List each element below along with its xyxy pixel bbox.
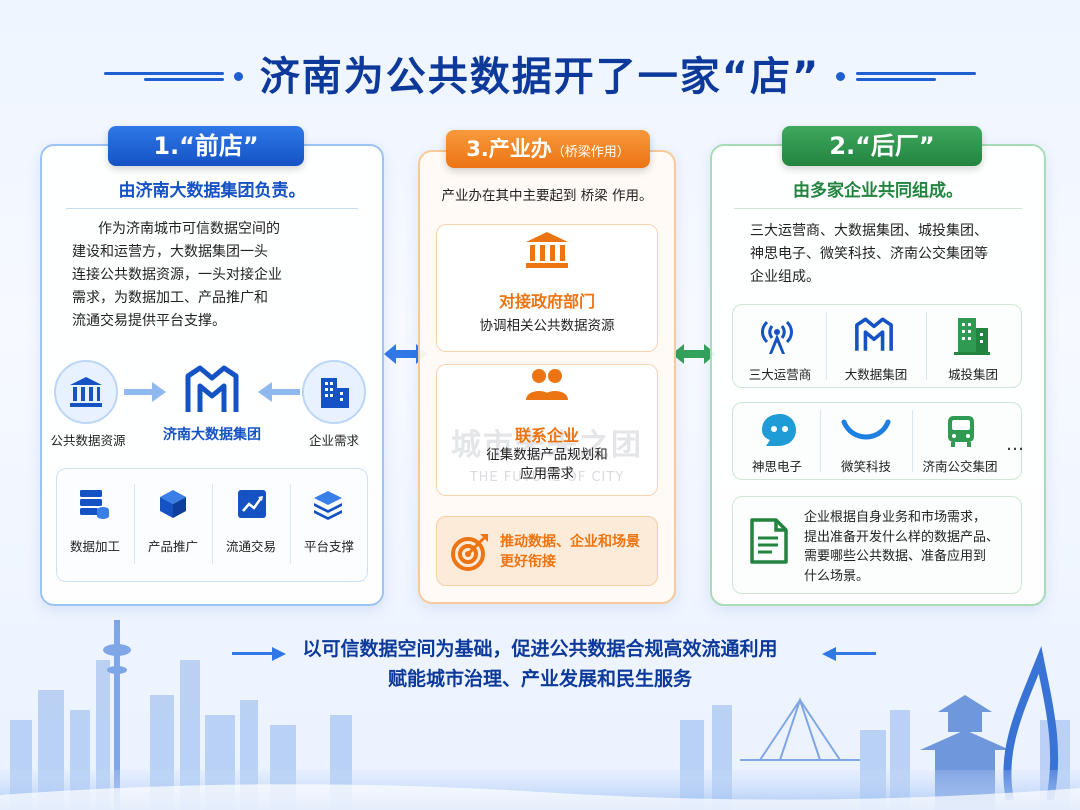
enterprise-note-box (732, 496, 1022, 594)
service-label-product-promotion: 产品推广 (147, 539, 198, 554)
enterprise-demand-label: 企业需求 (308, 433, 359, 448)
enterprise-label-smile-tech: 微笑科技 (840, 459, 891, 474)
bus-icon (948, 416, 974, 447)
front-divider (66, 208, 358, 209)
back-factory-subhead: 由多家企业共同组成。 (793, 181, 963, 201)
enterprise-liaison-card (436, 364, 658, 496)
arrow-right-icon (124, 382, 166, 402)
front-store-badge: 1.“前店” (108, 126, 304, 166)
watermark-logo: 城市未来之团 (451, 428, 643, 463)
office-building-icon (321, 378, 349, 408)
layers-icon (314, 491, 342, 520)
services-divider (212, 484, 213, 564)
government-liaison-card (436, 224, 658, 352)
city-buildings-icon (954, 318, 990, 355)
back-factory-badge: 2.“后厂” (782, 126, 982, 166)
government-liaison-text: 协调相关公共数据资源 (479, 318, 615, 334)
public-data-resource-label: 公共数据资源 (50, 433, 126, 448)
service-label-platform-support: 平台支撑 (303, 539, 354, 554)
public-data-resource-node (54, 360, 118, 424)
enterprise-note-text: 企业根据自身业务和市场需求， 提出准备开发什么样的数据产品、 需要哪些公共数据、… (804, 510, 1000, 584)
enterprise-label-big-data-group: 大数据集团 (844, 367, 908, 382)
big-data-group-label: 济南大数据集团 (163, 427, 261, 443)
bottom-slogan-line-2: 赋能城市治理、产业发展和民生服务 (387, 668, 692, 690)
back-divider (734, 208, 1022, 209)
more-enterprises-ellipsis: … (1006, 434, 1024, 455)
industry-office-intro: 产业办在其中主要起到 桥梁 作用。 (441, 188, 653, 204)
document-icon (750, 518, 788, 564)
bidirectional-arrow-icon (672, 344, 716, 364)
arrow-right-icon (232, 647, 286, 661)
enterprise-label-urban-investment: 城投集团 (947, 367, 998, 382)
title-decoration-right (836, 72, 976, 84)
service-label-circulation-trading: 流通交易 (225, 539, 276, 554)
row-divider (826, 312, 827, 380)
people-group-icon (526, 369, 568, 400)
services-divider (290, 484, 291, 564)
target-arrow-icon (451, 534, 488, 571)
title-decoration-left (104, 72, 244, 84)
enterprise-label-jinan-bus: 济南公交集团 (922, 459, 998, 474)
government-building-icon (526, 232, 568, 268)
big-data-group-logo-icon (185, 365, 239, 412)
enterprise-label-shensi: 神思电子 (751, 459, 802, 474)
back-description: 三大运营商、大数据集团、城投集团、 神思电子、微笑科技、济南公交集团等 企业组成… (750, 223, 988, 285)
cube-icon (160, 490, 186, 518)
enterprise-label-carriers: 三大运营商 (748, 367, 812, 382)
bidirectional-arrow-icon (384, 344, 428, 364)
database-icon (80, 490, 109, 519)
row-divider (912, 410, 913, 472)
industry-office-badge: 3.产业办（桥梁作用） (446, 130, 650, 168)
bottom-slogan-line-1: 以可信数据空间为基础，促进公共数据合规高效流通利用 (302, 638, 778, 660)
trend-chart-icon (238, 490, 266, 518)
arrow-left-icon (258, 382, 300, 402)
smile-arc-icon (841, 419, 891, 440)
scenario-link-text: 推动数据、企业和场景 更好衔接 (500, 534, 640, 570)
city-skyline-background (0, 620, 1080, 810)
arrow-left-icon (822, 647, 876, 661)
service-label-data-processing: 数据加工 (69, 539, 120, 554)
front-store-subhead: 由济南大数据集团负责。 (118, 181, 306, 201)
government-liaison-title: 对接政府部门 (498, 292, 595, 311)
watermark-tagline: THE FUTURE OF CITY (469, 470, 625, 485)
robot-head-icon (762, 414, 796, 446)
signal-tower-icon (761, 320, 793, 354)
services-divider (134, 484, 135, 564)
big-data-group-logo-icon (855, 317, 893, 351)
row-divider (820, 410, 821, 472)
enterprise-demand-node (302, 360, 366, 424)
bank-building-icon (70, 377, 102, 407)
enterprise-liaison-title: 联系企业 (514, 426, 579, 445)
front-description: 作为济南城市可信数据空间的 建设和运营方，大数据集团一头 连接公共数据资源，一头… (72, 221, 282, 329)
enterprise-liaison-text: 征集数据产品规划和 应用需求 (486, 447, 608, 482)
page-title: 济南为公共数据开了一家“店” (259, 54, 821, 100)
row-divider (926, 312, 927, 380)
